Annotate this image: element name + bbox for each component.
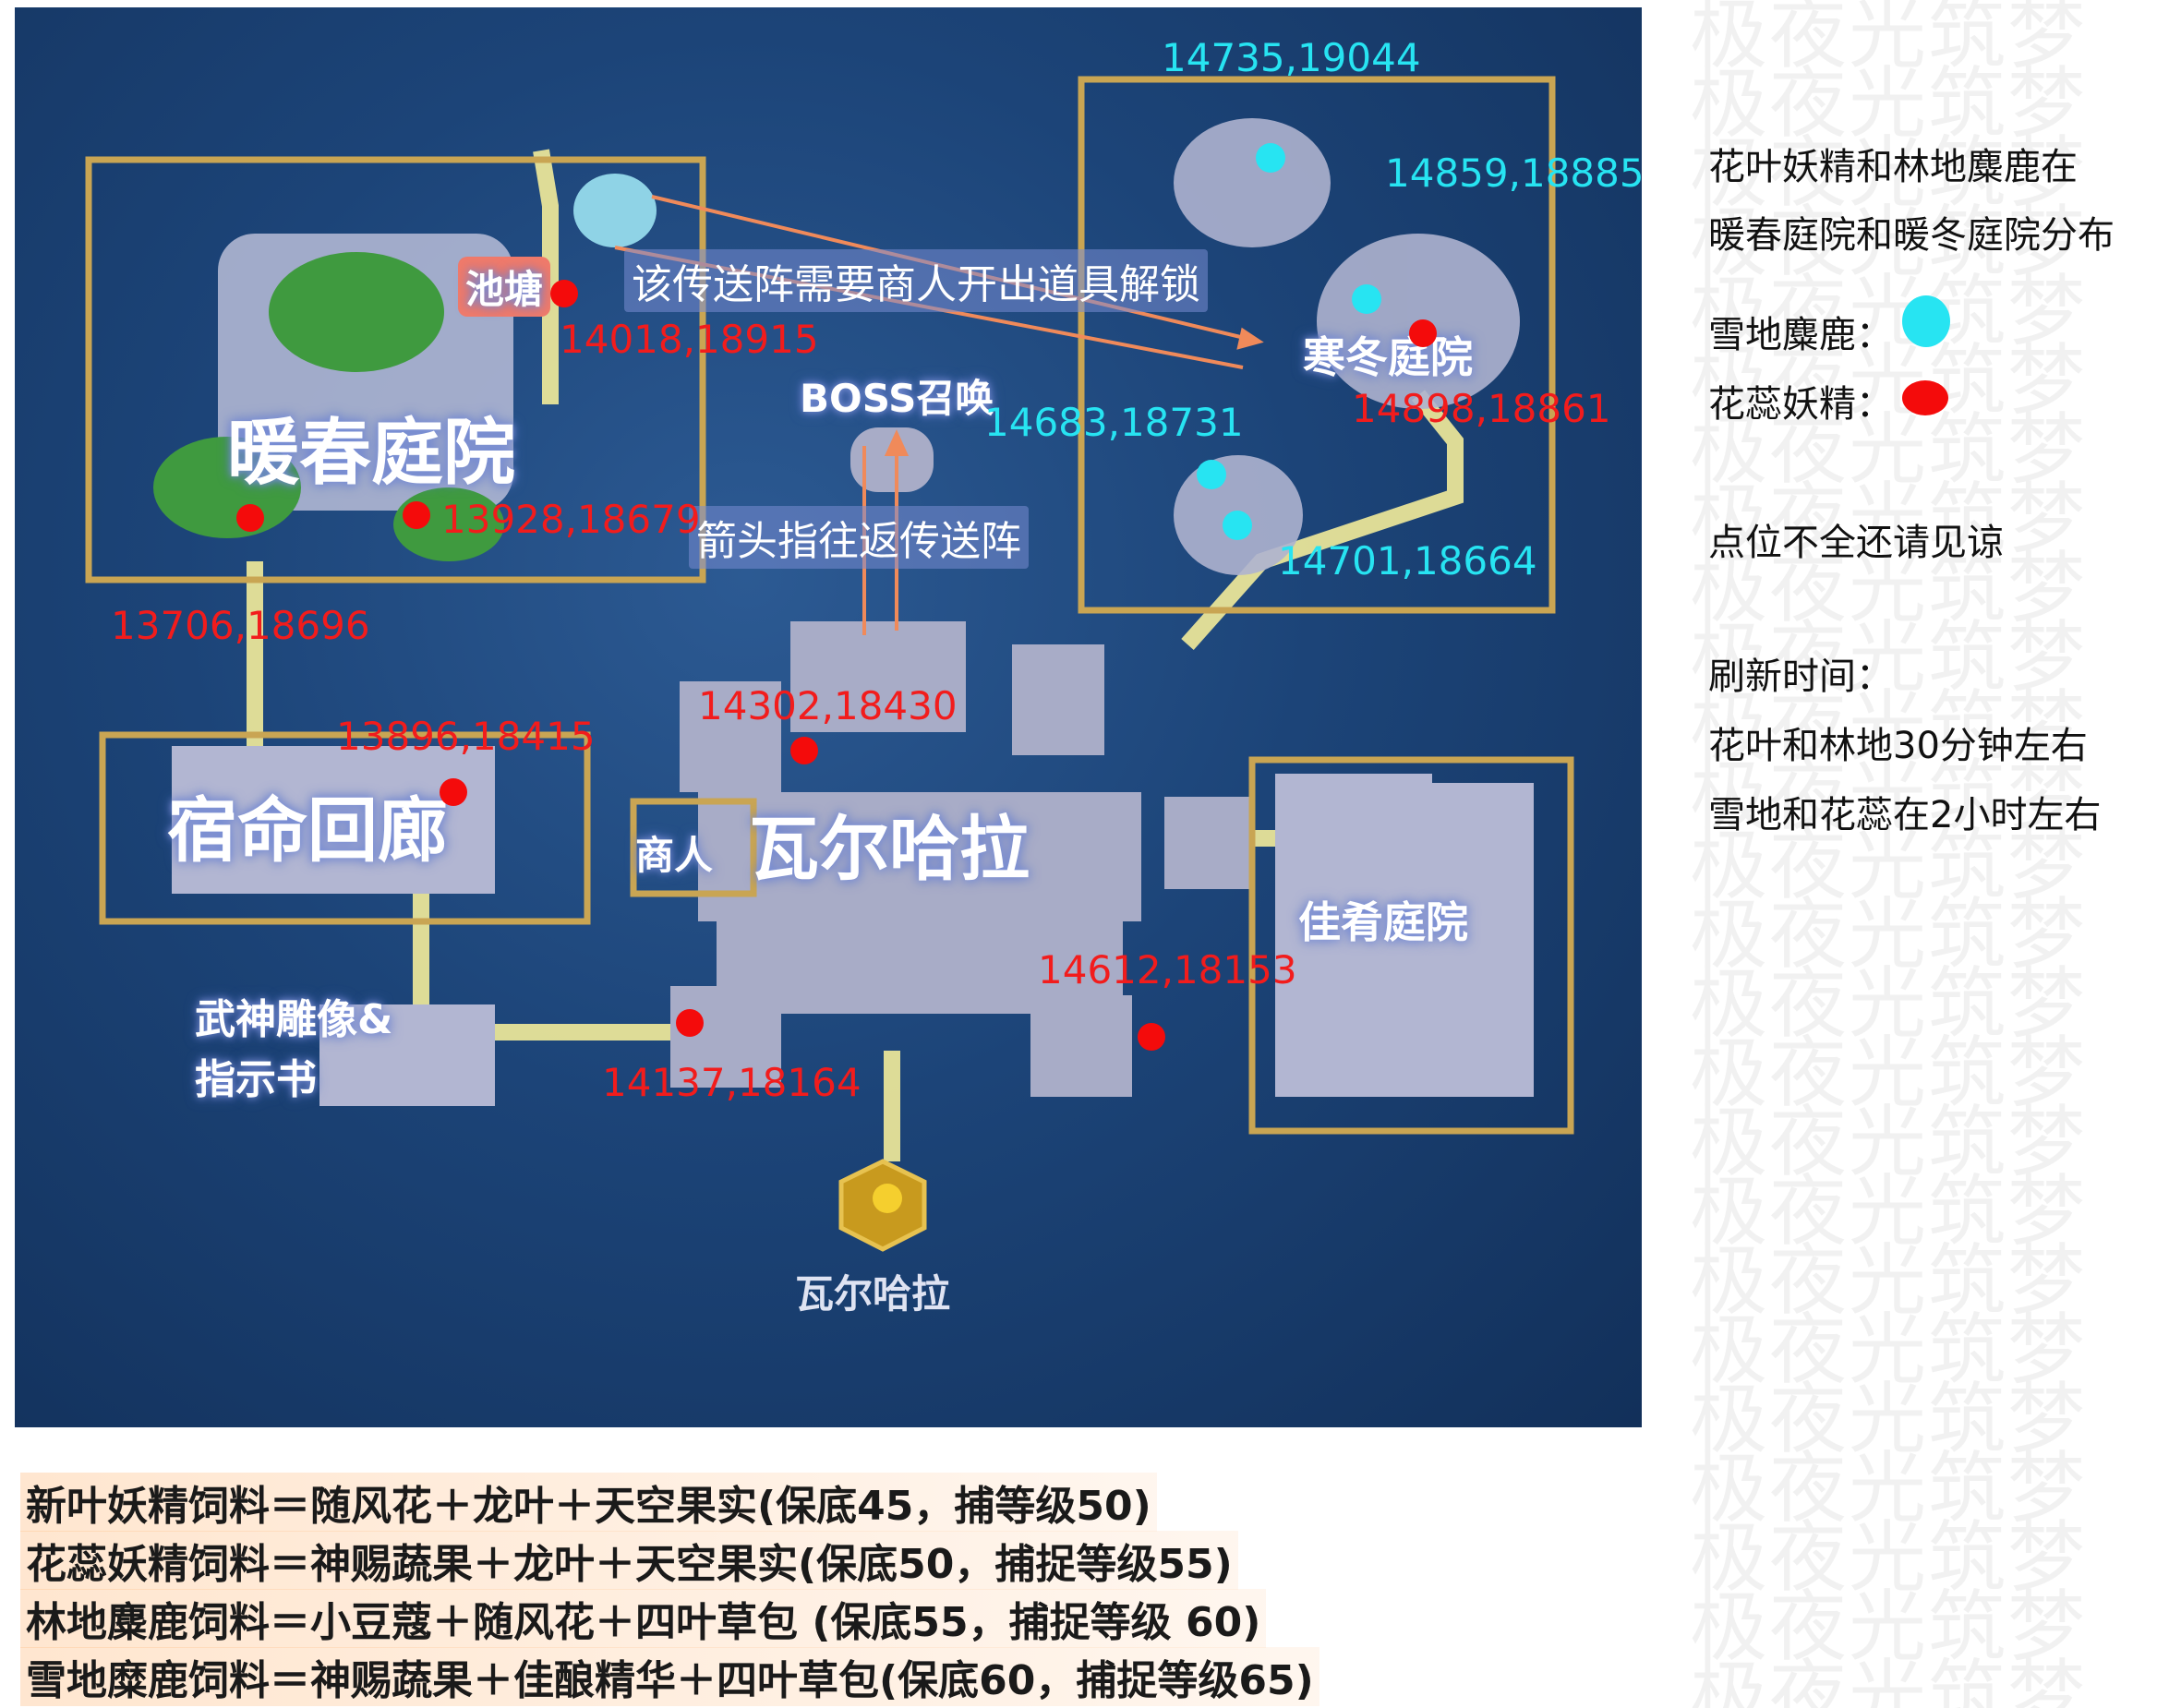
cyan-marker[interactable]: [1352, 284, 1381, 314]
area-label-fate: 宿命回廊: [167, 789, 448, 872]
watermark-pattern: 极夜光筑梦 极夜光筑梦 极夜光筑梦 极夜光筑梦 极夜光筑梦 极夜光筑梦 极夜光筑…: [1690, 0, 2088, 1708]
area-label-warm-spring: 暖春庭院: [227, 412, 516, 495]
cyan-marker[interactable]: [1256, 143, 1285, 173]
area-label-merchant: 商人: [635, 833, 714, 878]
game-map[interactable]: 暖春庭院 池塘 寒冬庭院 宿命回廊 瓦尔哈拉 商人 佳肴庭院 武神雕像& 指示书…: [15, 7, 1642, 1427]
valhalla-terrain: [670, 427, 1252, 1097]
coord-label: 13706,18696: [111, 603, 370, 648]
red-marker[interactable]: [440, 778, 467, 806]
red-marker[interactable]: [790, 737, 818, 764]
area-label-statue-2: 指示书: [195, 1056, 317, 1103]
arrow-note: 箭头指往返传送阵: [689, 506, 1029, 569]
home-marker: [838, 1159, 927, 1252]
home-label: 瓦尔哈拉: [795, 1271, 951, 1317]
info-line: 暖春庭院和暖冬庭院分布: [1708, 214, 2115, 257]
coord-label: 14137,18164: [602, 1060, 862, 1105]
area-label-winter: 寒冬庭院: [1303, 332, 1473, 382]
cyan-marker[interactable]: [1223, 511, 1252, 540]
portal-note: 该传送阵需要商人开出道具解锁: [624, 249, 1208, 312]
refresh-title: 刷新时间：: [1708, 656, 1893, 698]
legend-red-label: 花蕊妖精：: [1708, 383, 1893, 426]
map-drawing: [85, 76, 1574, 1252]
coord-label: 14612,18153: [1038, 947, 1297, 992]
coord-label: 14735,19044: [1162, 35, 1421, 80]
coord-label: 14683,18731: [984, 400, 1244, 445]
note-text: 点位不全还请见谅: [1708, 522, 2004, 564]
red-marker[interactable]: [550, 280, 578, 307]
info-line: 花叶妖精和林地麋鹿在: [1708, 146, 2078, 188]
red-marker[interactable]: [236, 504, 264, 532]
coord-label: 14018,18915: [560, 317, 819, 362]
refresh-line: 雪地和花蕊在2小时左右: [1708, 794, 2102, 836]
recipe-line: 林地麋鹿饲料＝小豆蔻＋随风花＋四叶草包 (保底55，捕捉等级 60): [20, 1589, 1267, 1648]
red-marker[interactable]: [1138, 1023, 1165, 1051]
coord-label: 14302,18430: [698, 683, 958, 728]
coord-label: 13928,18679: [441, 497, 701, 542]
legend-cyan-swatch: [1902, 295, 1950, 347]
area-label-statue-1: 武神雕像&: [195, 996, 393, 1043]
refresh-line: 花叶和林地30分钟左右: [1708, 725, 2088, 767]
red-marker[interactable]: [1409, 319, 1437, 347]
area-label-pond: 池塘: [458, 257, 551, 317]
legend-red-swatch: [1902, 380, 1948, 415]
area-frames: [85, 76, 1574, 1135]
cyan-marker[interactable]: [1197, 460, 1226, 489]
coord-label: 13896,18415: [336, 714, 596, 759]
recipe-line: 雪地糜鹿饲料＝神赐蔬果＋佳酿精华＋四叶草包(保底60，捕捉等级65): [20, 1647, 1319, 1706]
red-marker[interactable]: [676, 1009, 704, 1037]
red-marker[interactable]: [403, 501, 430, 529]
jiayao-terrain: [1275, 774, 1534, 1097]
legend-cyan-label: 雪地麋鹿：: [1708, 314, 1893, 356]
warm-spring-terrain: [153, 174, 657, 561]
recipe-line: 新叶妖精饲料＝随风花＋龙叶＋天空果实(保底45，捕等级50): [20, 1473, 1157, 1532]
recipe-line: 花蕊妖精饲料＝神赐蔬果＋龙叶＋天空果实(保底50，捕捉等级55): [20, 1531, 1238, 1590]
coord-label: 14898,18861: [1352, 386, 1611, 431]
area-label-boss: BOSS召唤: [800, 376, 994, 421]
coord-label: 14701,18664: [1278, 538, 1537, 583]
fate-terrain: [172, 746, 495, 1106]
area-label-jiayao: 佳肴庭院: [1298, 897, 1468, 947]
coord-label: 14859,18885: [1385, 150, 1642, 196]
area-label-valhalla: 瓦尔哈拉: [749, 808, 1030, 890]
